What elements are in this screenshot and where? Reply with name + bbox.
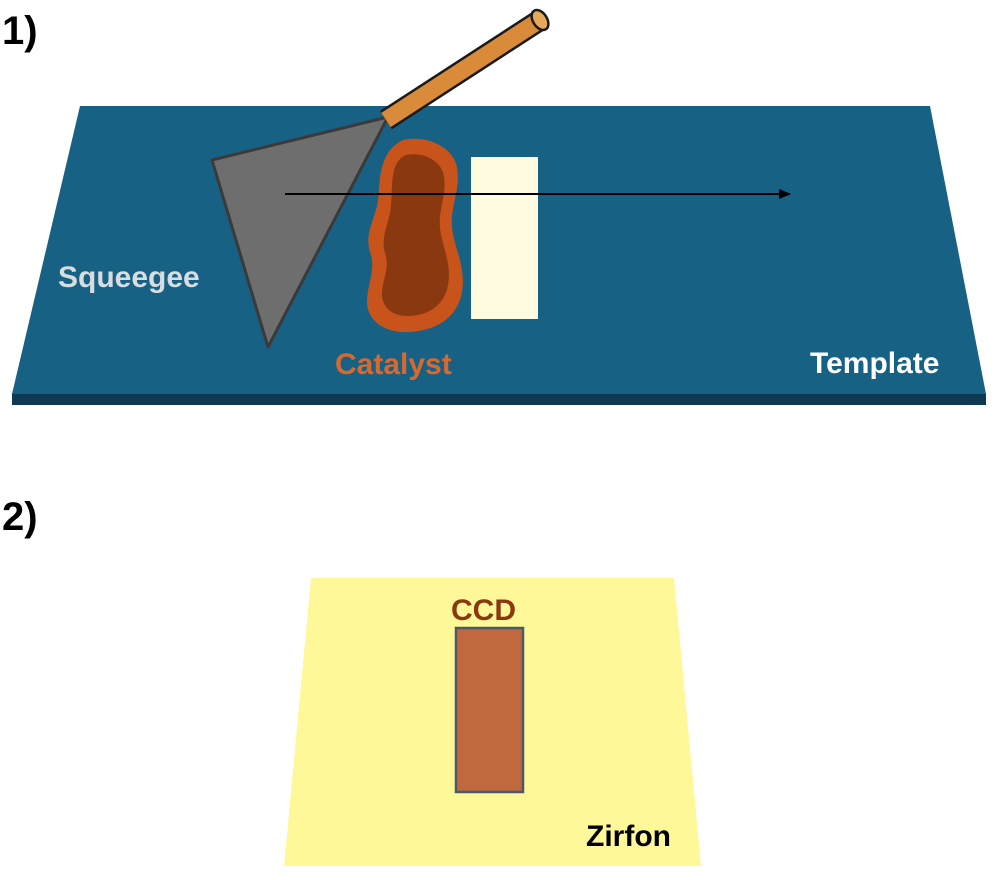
squeegee-handle <box>380 8 550 130</box>
step-1-label: 1) <box>2 9 38 53</box>
squeegee-blade <box>210 115 390 349</box>
template-edge <box>12 393 986 405</box>
catalyst-label: Catalyst <box>335 348 452 381</box>
zirfon-label: Zirfon <box>586 820 671 853</box>
step-2-label: 2) <box>2 495 38 539</box>
template-label: Template <box>810 347 939 380</box>
ccd-label: CCD <box>451 594 516 627</box>
squeegee-label: Squeegee <box>58 261 200 294</box>
ccd-rectangle <box>454 626 525 794</box>
template-window <box>471 157 538 319</box>
